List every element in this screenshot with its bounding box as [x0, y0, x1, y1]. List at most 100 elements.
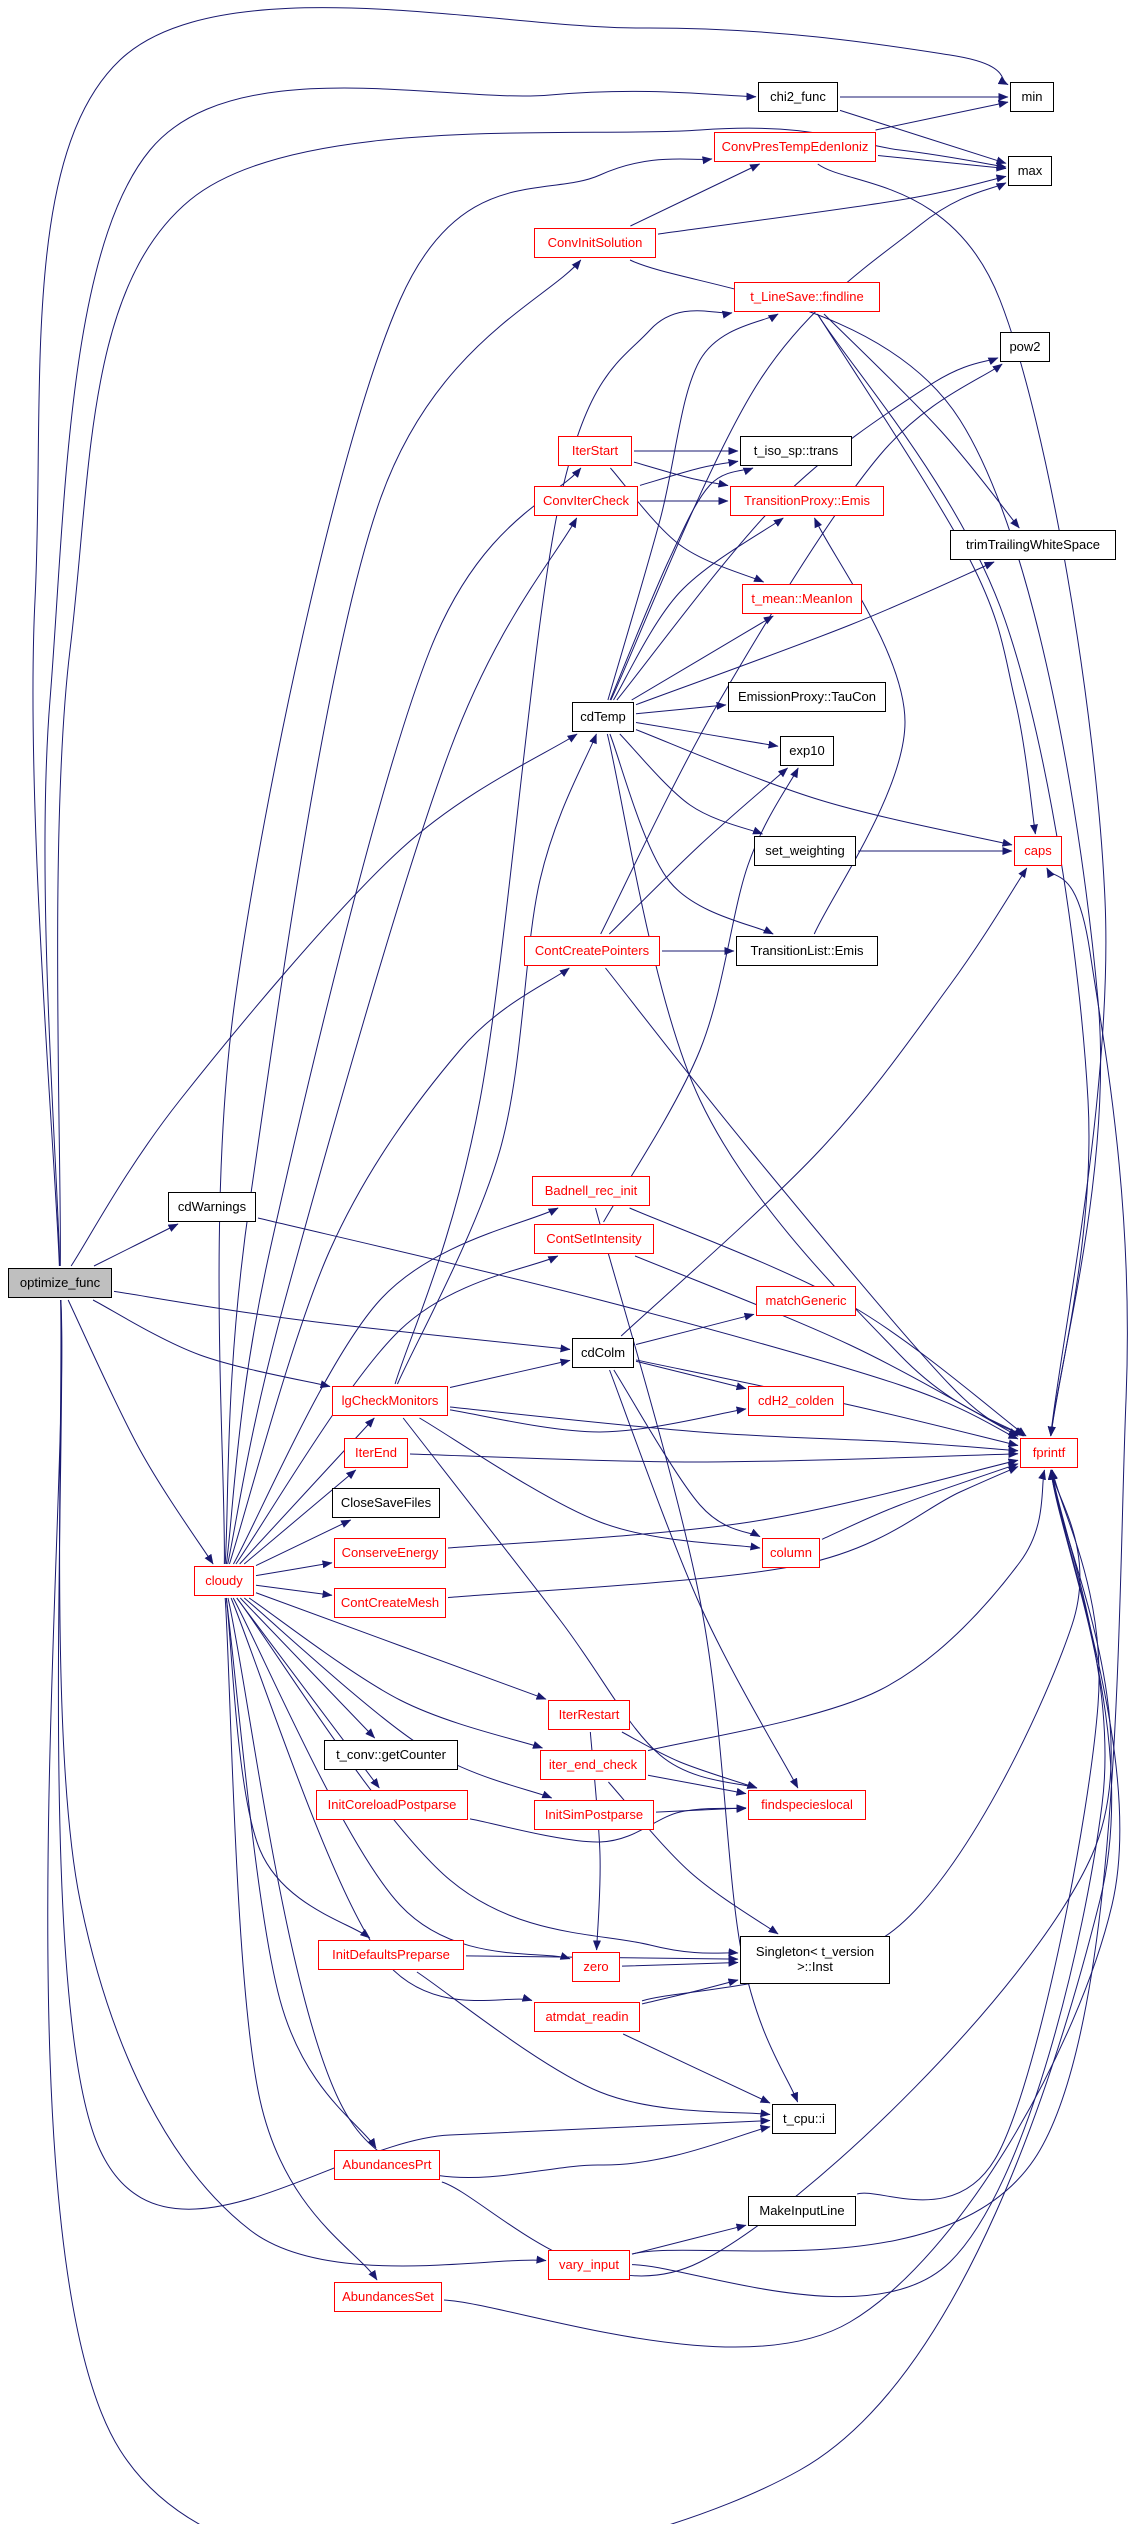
edge-cloudy--iterstart	[225, 467, 582, 1565]
edge-iterrestart--findspecieslocal	[621, 1731, 758, 1789]
node-findline[interactable]: t_LineSave::findline	[734, 282, 880, 312]
node-singletoninst[interactable]: Singleton< t_version >::Inst	[740, 1936, 890, 1984]
edge-iterstart--transitionproxyemis	[633, 461, 729, 488]
node-exp10[interactable]: exp10	[780, 736, 834, 766]
node-min[interactable]: min	[1010, 82, 1054, 112]
node-lgcheckmonitors[interactable]: lgCheckMonitors	[332, 1386, 448, 1416]
node-trimtrailingwhitespace[interactable]: trimTrailingWhiteSpace	[950, 530, 1116, 560]
edge-cdcolm--matchgeneric	[635, 1312, 755, 1346]
edge-cdtemp--max	[610, 182, 1007, 701]
node-cdh2-colden[interactable]: cdH2_colden	[748, 1386, 844, 1416]
node-initcoreloadpostparse[interactable]: InitCoreloadPostparse	[316, 1790, 468, 1820]
edge-optimize-func--vary-input	[59, 1299, 547, 2267]
node-makeinputline[interactable]: MakeInputLine	[748, 2196, 856, 2226]
node-initsimpostparse[interactable]: InitSimPostparse	[534, 1800, 654, 1830]
edge-cdtemp--fprintf	[606, 733, 1024, 1437]
edge-lgcheckmonitors--cdtemp	[396, 733, 597, 1385]
node-set-weighting[interactable]: set_weighting	[754, 836, 856, 866]
node-iterrestart[interactable]: IterRestart	[548, 1700, 630, 1730]
edge-cloudy--iter-end-check	[248, 1597, 543, 1749]
edge-cdtemp--findline	[607, 313, 779, 701]
edge-lgcheckmonitors--cdh2-colden	[449, 1406, 747, 1433]
edge-cloudy--getcounter	[239, 1597, 376, 1739]
edge-atmdat-readin--fprintf	[641, 1469, 1081, 2002]
node-chi2-func[interactable]: chi2_func	[758, 82, 838, 112]
edge-abundancesset--fprintf	[443, 1469, 1121, 2348]
edge-convprestempedenioniz--fprintf	[817, 163, 1107, 1437]
node-getcounter[interactable]: t_conv::getCounter	[324, 1740, 458, 1770]
node-transitionlistemis[interactable]: TransitionList::Emis	[736, 936, 878, 966]
edge-convitercheck--trans	[639, 458, 739, 486]
node-fprintf[interactable]: fprintf	[1020, 1438, 1078, 1468]
edge-cdtemp--transitionlistemis	[609, 733, 774, 935]
node-iterstart[interactable]: IterStart	[558, 436, 632, 466]
edge-cdcolm--column	[613, 1369, 761, 1538]
edge-cloudy--zero	[232, 1597, 571, 1960]
node-convprestempedenioniz[interactable]: ConvPresTempEdenIoniz	[714, 132, 876, 162]
edge-cloudy--singletoninst	[236, 1597, 739, 1957]
node-transitionproxyemis[interactable]: TransitionProxy::Emis	[730, 486, 884, 516]
node-abundancesset[interactable]: AbundancesSet	[334, 2282, 442, 2312]
edge-conserveenergy--fprintf	[447, 1458, 1019, 1549]
edge-cloudy--convinitsolution	[224, 259, 582, 1565]
edge-atmdat-readin--singletoninst	[641, 1978, 739, 2005]
node-closesavefiles[interactable]: CloseSaveFiles	[332, 1488, 440, 1518]
edge-makeinputline--fprintf	[857, 1469, 1100, 2201]
edge-convinitsolution--max	[657, 174, 1007, 235]
node-column[interactable]: column	[762, 1538, 820, 1568]
node-cdwarnings[interactable]: cdWarnings	[168, 1192, 256, 1222]
node-initdefaultspreparse[interactable]: InitDefaultsPreparse	[318, 1940, 464, 1970]
node-cdtemp[interactable]: cdTemp	[572, 702, 634, 732]
edge-contcreatepointers--fprintf	[605, 967, 1025, 1437]
node-optimize-func[interactable]: optimize_func	[8, 1268, 112, 1298]
node-contcreatepointers[interactable]: ContCreatePointers	[524, 936, 660, 966]
edge-lgcheckmonitors--column	[419, 1417, 761, 1551]
edge-cloudy--convitercheck	[227, 517, 578, 1565]
node-iter-end-check[interactable]: iter_end_check	[540, 1750, 646, 1780]
edge-optimize-func--cdcolm	[113, 1290, 571, 1353]
node-pow2[interactable]: pow2	[1000, 332, 1050, 362]
node-max[interactable]: max	[1008, 156, 1052, 186]
edge-cloudy--convprestempedenioniz	[218, 156, 713, 1565]
node-abundancesprt[interactable]: AbundancesPrt	[334, 2150, 440, 2180]
edge-contsetintensity--fprintf	[634, 1255, 1019, 1437]
edge-findline--trimtrailingwhitespace	[823, 313, 1020, 529]
node-contsetintensity[interactable]: ContSetIntensity	[534, 1224, 654, 1254]
node-zero[interactable]: zero	[572, 1952, 620, 1982]
node-matchgeneric[interactable]: matchGeneric	[756, 1286, 856, 1316]
edge-lgcheckmonitors--fprintf	[449, 1406, 1019, 1455]
node-convinitsolution[interactable]: ConvInitSolution	[534, 228, 656, 258]
node-contcreatemesh[interactable]: ContCreateMesh	[334, 1588, 446, 1618]
edge-iterstart--meanion	[610, 467, 765, 583]
node-meanion[interactable]: t_mean::MeanIon	[742, 584, 862, 614]
edge-cloudy--t-cpu-i	[227, 1597, 771, 2179]
node-trans[interactable]: t_iso_sp::trans	[740, 436, 852, 466]
edge-cloudy--contsetintensity	[235, 1255, 559, 1565]
edge-cloudy--abundancesset	[224, 1597, 378, 2281]
edge-optimize-func--t-cpu-i	[57, 1299, 771, 2210]
node-conserveenergy[interactable]: ConserveEnergy	[334, 1538, 446, 1568]
edge-chi2-func--max	[839, 109, 1007, 165]
node-caps[interactable]: caps	[1014, 836, 1062, 866]
node-badnell-rec-init[interactable]: Badnell_rec_init	[532, 1176, 650, 1206]
node-vary-input[interactable]: vary_input	[548, 2250, 630, 2280]
edge-optimize-func--min	[32, 7, 1009, 1267]
edge-cdtemp--exp10	[635, 722, 779, 749]
edge-column--fprintf	[821, 1463, 1019, 1540]
edge-optimize-func--fprintf	[47, 1299, 1113, 2524]
node-atmdat-readin[interactable]: atmdat_readin	[534, 2002, 640, 2032]
node-cdcolm[interactable]: cdColm	[572, 1338, 634, 1368]
node-convitercheck[interactable]: ConvIterCheck	[534, 486, 638, 516]
node-taucon[interactable]: EmissionProxy::TauCon	[728, 682, 886, 712]
node-iterend[interactable]: IterEnd	[344, 1438, 408, 1468]
edge-cloudy--contcreatepointers	[228, 967, 570, 1565]
node-findspecieslocal[interactable]: findspecieslocal	[748, 1790, 866, 1820]
edge-optimize-func--lgcheckmonitors	[92, 1299, 331, 1389]
edge-convprestempedenioniz--min	[875, 100, 1009, 131]
node-t-cpu-i[interactable]: t_cpu::i	[772, 2104, 836, 2134]
edge-transitionlistemis--transitionproxyemis	[813, 517, 906, 935]
edge-contsetintensity--exp10	[603, 767, 799, 1223]
edge-cdtemp--pow2	[616, 357, 999, 701]
edge-cloudy--badnell-rec-init	[233, 1207, 559, 1565]
node-cloudy[interactable]: cloudy	[194, 1566, 254, 1596]
